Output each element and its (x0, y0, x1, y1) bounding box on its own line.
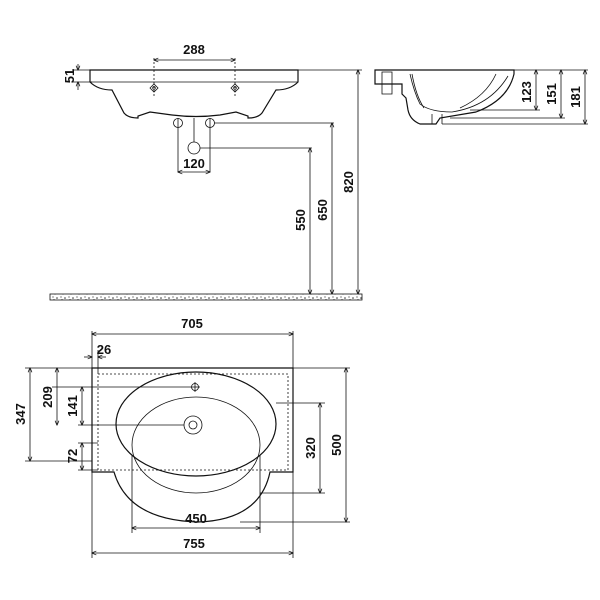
dim-cabinet-width: 705 (181, 316, 203, 331)
dim-total-depth: 500 (329, 434, 344, 456)
dim-side-bowl-depth: 123 (519, 81, 534, 103)
drain-circle (183, 415, 203, 435)
bowl-inner (131, 396, 261, 494)
dim-overflow-height: 650 (315, 199, 330, 221)
floor-hatch (49, 293, 363, 301)
dim-drain-height: 550 (293, 209, 308, 231)
dim-tap-from-back: 209 (40, 386, 55, 408)
dim-bowl-width: 450 (185, 511, 207, 526)
front-sink-outline (89, 69, 299, 119)
dim-side-depth: 347 (13, 403, 28, 425)
dim-side-outer-height: 181 (568, 86, 583, 108)
bowl-outer-rim (115, 371, 277, 477)
dim-side-inner-height: 151 (544, 83, 559, 105)
dim-total-height: 820 (341, 171, 356, 193)
dim-tap-hole-spacing: 288 (183, 42, 205, 57)
side-sink-outline (374, 69, 515, 125)
dim-drain-width: 120 (183, 156, 205, 171)
dim-drain-from-back: 141 (65, 395, 80, 417)
dim-tap-offset: 26 (97, 342, 111, 357)
dim-bowl-depth: 320 (303, 437, 318, 459)
dim-total-width: 755 (183, 536, 205, 551)
side-view: 123 151 181 (374, 69, 588, 125)
top-sink-outline (91, 367, 294, 523)
dim-rim-thickness: 51 (62, 69, 77, 83)
front-view: 288 51 120 550 650 820 (49, 42, 363, 301)
dim-cabinet-side: 72 (65, 449, 80, 463)
top-view: 705 26 347 209 141 72 320 (13, 316, 350, 558)
